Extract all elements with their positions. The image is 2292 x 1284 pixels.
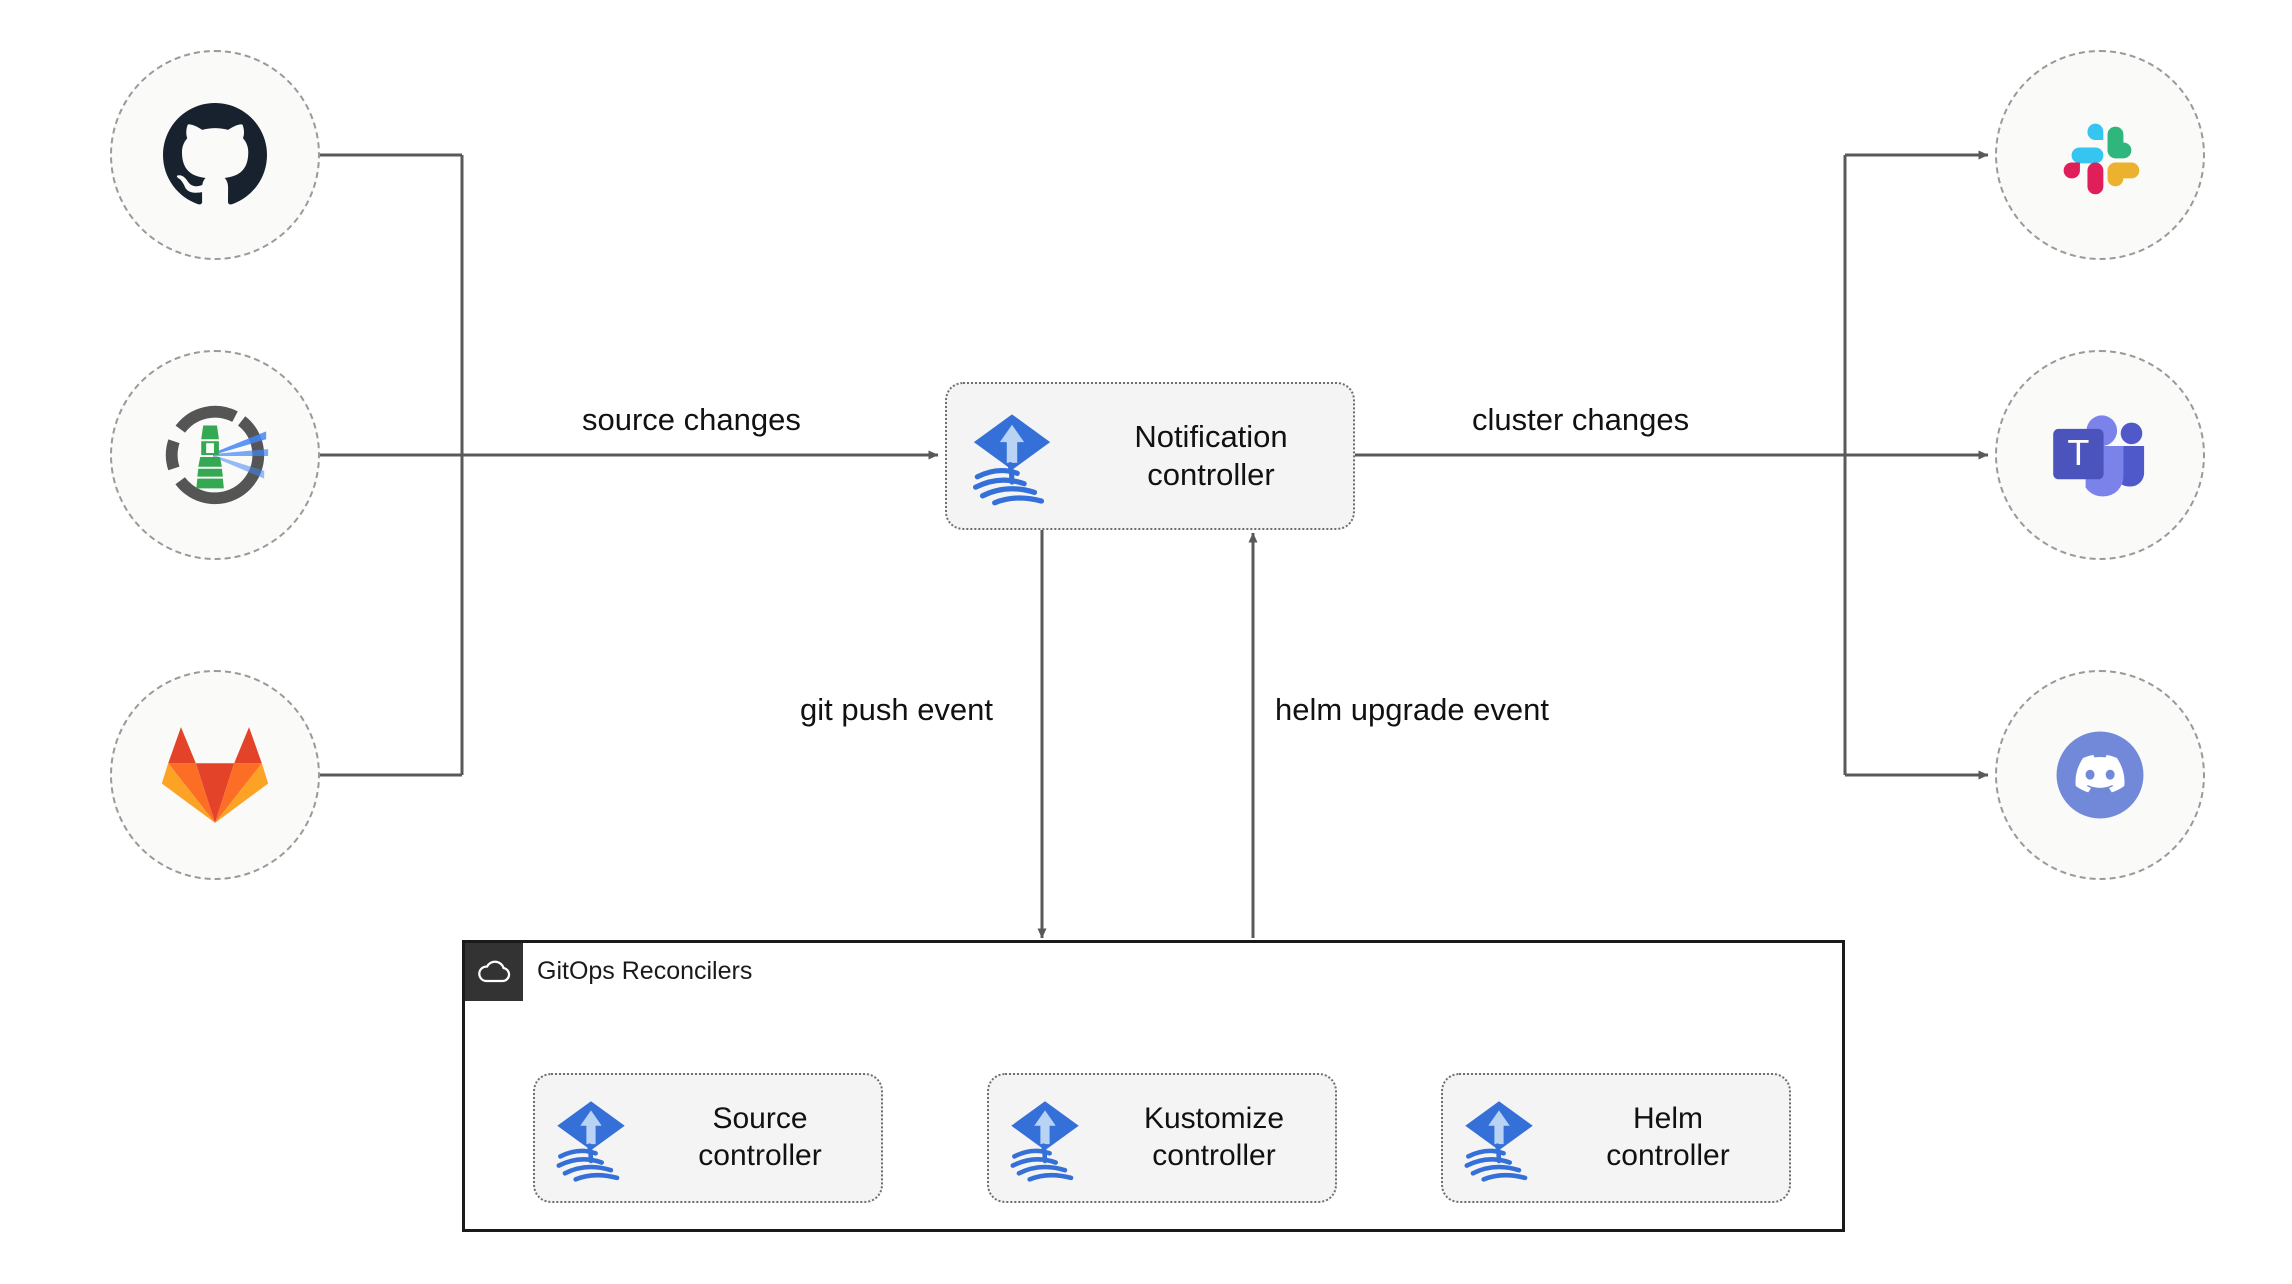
kustomize-controller-label: Kustomize controller (1143, 1102, 1285, 1172)
source-controller-label: Source controller (698, 1102, 822, 1172)
source-node-flux[interactable] (110, 350, 320, 560)
source-controller-box[interactable]: Source controller (533, 1073, 883, 1203)
gitlab-icon (161, 725, 269, 825)
edge-label-git-push-event: git push event (790, 690, 1004, 730)
flux-icon (989, 1086, 1101, 1190)
flux-icon (947, 397, 1077, 515)
cloud-icon (465, 943, 523, 1001)
svg-text:T: T (2067, 432, 2089, 473)
edge-label-cluster-changes: cluster changes (1462, 400, 1700, 440)
flux-icon (535, 1086, 647, 1190)
helm-controller-box[interactable]: Helm controller (1441, 1073, 1791, 1203)
teams-icon: T (2046, 405, 2154, 505)
slack-icon (2049, 104, 2151, 206)
destination-node-slack[interactable] (1995, 50, 2205, 260)
destination-node-teams[interactable]: T (1995, 350, 2205, 560)
group-title: GitOps Reconcilers (537, 957, 753, 985)
source-node-gitlab[interactable] (110, 670, 320, 880)
gitops-reconcilers-group: GitOps Reconcilers Source controller (462, 940, 1845, 1232)
notification-controller-box[interactable]: Notification controller (945, 382, 1355, 530)
github-icon (163, 103, 267, 207)
edge-label-helm-upgrade-event: helm upgrade event (1265, 690, 1560, 730)
destination-node-discord[interactable] (1995, 670, 2205, 880)
kustomize-controller-box[interactable]: Kustomize controller (987, 1073, 1337, 1203)
helm-controller-label: Helm controller (1606, 1102, 1730, 1172)
discord-icon (2047, 722, 2153, 828)
lighthouse-icon (156, 396, 274, 514)
flux-icon (1443, 1086, 1555, 1190)
notification-controller-label: Notification controller (1134, 419, 1288, 492)
edge-label-source-changes: source changes (572, 400, 811, 440)
source-node-github[interactable] (110, 50, 320, 260)
